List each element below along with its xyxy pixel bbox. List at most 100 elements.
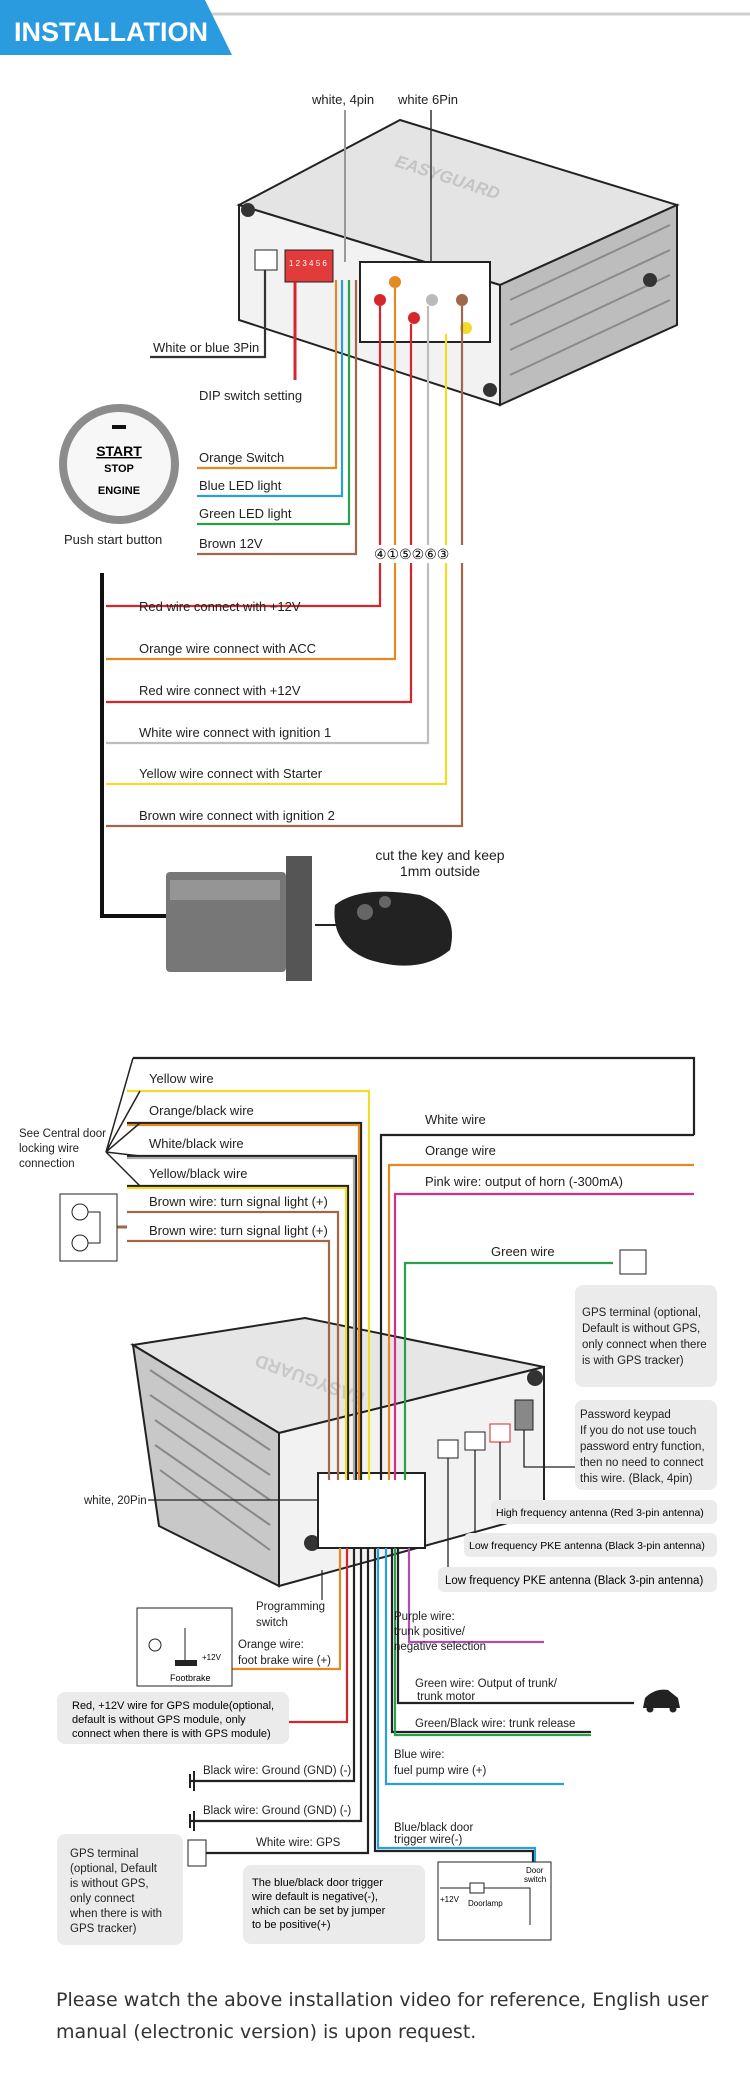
button-cable bbox=[100, 573, 166, 918]
label-dip-switch: DIP switch setting bbox=[199, 388, 302, 403]
gps-connector-icon bbox=[619, 1249, 647, 1275]
svg-text:when there is with: when there is with bbox=[69, 1908, 162, 1920]
footer-note: Please watch the above installation vide… bbox=[56, 1989, 709, 2043]
svg-text:+12V: +12V bbox=[440, 1895, 460, 1904]
svg-text:is with GPS tracker): is with GPS tracker) bbox=[582, 1355, 684, 1367]
wire-red-12v-2 bbox=[106, 324, 413, 704]
svg-text:switch: switch bbox=[524, 1875, 546, 1884]
footbrake-label: Footbrake bbox=[170, 1673, 211, 1683]
push-button-caption: Push start button bbox=[64, 532, 162, 547]
ignition-cylinder bbox=[166, 856, 340, 981]
trunk-motor-line2: trunk motor bbox=[417, 1691, 475, 1703]
wire-brown-ign2 bbox=[106, 306, 464, 828]
footbrake-icon: +12V Footbrake bbox=[136, 1607, 233, 1687]
wire-label-brown-2: Brown wire: turn signal light (+) bbox=[149, 1223, 328, 1238]
svg-text:Door: Door bbox=[526, 1866, 544, 1875]
svg-text:password entry function,: password entry function, bbox=[580, 1441, 705, 1453]
ground-icon bbox=[189, 1811, 195, 1831]
svg-text:is without GPS,: is without GPS, bbox=[70, 1878, 149, 1890]
foot-brake-wire-line2: foot brake wire (+) bbox=[238, 1655, 331, 1667]
control-box-top: EASYGUARD 1 2 3 4 5 6 bbox=[236, 118, 680, 407]
fuel-pump-line1: Blue wire: bbox=[394, 1749, 445, 1761]
svg-text:If you do not use touch: If you do not use touch bbox=[580, 1425, 696, 1437]
central-door-line2: locking wire bbox=[19, 1143, 79, 1155]
wire-red-12v-1 bbox=[106, 306, 382, 608]
svg-text:then no need to connect: then no need to connect bbox=[580, 1457, 704, 1469]
ground-1-label: Black wire: Ground (GND) (-) bbox=[203, 1765, 351, 1777]
svg-text:Doorlamp: Doorlamp bbox=[468, 1899, 503, 1908]
connector-20pin bbox=[317, 1472, 426, 1549]
car-key-icon bbox=[334, 891, 452, 966]
button-wire-orange: Orange Switch bbox=[199, 450, 284, 465]
antenna-low-2-label: Low frequency PKE antenna (Black 3-pin a… bbox=[445, 1575, 703, 1587]
button-engine-text: ENGINE bbox=[98, 485, 140, 497]
svg-text:Password keypad: Password keypad bbox=[580, 1409, 671, 1421]
wire-label-brown-ign2: Brown wire connect with ignition 2 bbox=[139, 808, 335, 823]
ground-icon bbox=[189, 1771, 195, 1791]
wire-label-yellow-starter: Yellow wire connect with Starter bbox=[139, 766, 323, 781]
button-start-text: START bbox=[96, 443, 142, 459]
key-note-line1: cut the key and keep bbox=[375, 847, 504, 863]
door-trigger-line1: Blue/black door bbox=[394, 1822, 473, 1834]
svg-text:which can be set by jumper: which can be set by jumper bbox=[251, 1905, 386, 1917]
antenna-note-low-2 bbox=[438, 1567, 717, 1592]
wire-label-pink: Pink wire: output of horn (-300mA) bbox=[425, 1174, 623, 1189]
antenna-low-1-label: Low frequency PKE antenna (Black 3-pin a… bbox=[469, 1540, 705, 1552]
wire-yellow-starter bbox=[106, 334, 448, 786]
central-door-line3: connection bbox=[19, 1158, 75, 1170]
wire-label-white-ign1: White wire connect with ignition 1 bbox=[139, 725, 331, 740]
gps-terminal-note: GPS terminal (optional, Default is witho… bbox=[57, 1834, 183, 1945]
svg-text:The blue/black door trigger: The blue/black door trigger bbox=[252, 1877, 383, 1889]
gps-terminal-connector-icon bbox=[187, 1839, 207, 1867]
wire-label-brown-1: Brown wire: turn signal light (+) bbox=[149, 1194, 328, 1209]
push-start-button: START STOP ENGINE bbox=[59, 404, 179, 524]
wire-label-yellow-black: Yellow/black wire bbox=[149, 1166, 248, 1181]
antenna-note-high bbox=[491, 1500, 717, 1524]
trunk-motor-line1: Green wire: Output of trunk/ bbox=[415, 1678, 558, 1690]
foot-brake-wire-line1: Orange wire: bbox=[238, 1639, 304, 1651]
svg-text:GPS terminal: GPS terminal bbox=[70, 1848, 138, 1860]
label-20pin: white, 20Pin bbox=[83, 1495, 147, 1507]
wire-label-red-12v-1: Red wire connect with +12V bbox=[139, 599, 301, 614]
door-switch-icon: +12V Doorlamp Door switch bbox=[437, 1861, 552, 1941]
svg-text:Red, +12V wire for GPS module(: Red, +12V wire for GPS module(optional, bbox=[72, 1700, 274, 1712]
header-banner: INSTALLATION bbox=[0, 0, 750, 55]
gps-wire-label: White wire: GPS bbox=[256, 1837, 341, 1849]
car-icon bbox=[643, 1689, 680, 1713]
svg-text:GPS terminal (optional,: GPS terminal (optional, bbox=[582, 1307, 701, 1319]
pin-numbers: ④①⑤②⑥③ bbox=[374, 546, 449, 562]
svg-text:(optional, Default: (optional, Default bbox=[70, 1863, 158, 1875]
label-3pin: White or blue 3Pin bbox=[153, 340, 259, 355]
label-4pin: white, 4pin bbox=[311, 92, 374, 107]
button-wire-brown: Brown 12V bbox=[199, 536, 263, 551]
svg-text:wire default is negative(-),: wire default is negative(-), bbox=[251, 1891, 378, 1903]
antenna-high-label: High frequency antenna (Red 3-pin antenn… bbox=[496, 1507, 704, 1519]
wire-label-white: White wire bbox=[425, 1112, 486, 1127]
purple-wire-line3: negative selection bbox=[394, 1641, 486, 1653]
wire-label-green: Green wire bbox=[491, 1244, 555, 1259]
svg-text:this wire. (Black, 4pin): this wire. (Black, 4pin) bbox=[580, 1473, 693, 1485]
label-6pin: white 6Pin bbox=[397, 92, 458, 107]
purple-wire-line2: trunk positive/ bbox=[394, 1626, 466, 1638]
wire-label-yellow: Yellow wire bbox=[149, 1071, 214, 1086]
connector-3pin bbox=[254, 249, 278, 271]
gps-note: GPS terminal (optional, Default is witho… bbox=[575, 1285, 717, 1387]
wire-label-orange: Orange wire bbox=[425, 1143, 496, 1158]
svg-text:GPS tracker): GPS tracker) bbox=[70, 1923, 137, 1935]
trunk-release-label: Green/Black wire: trunk release bbox=[415, 1718, 575, 1730]
wire-orange-acc bbox=[106, 288, 397, 661]
wire-white-ign1 bbox=[106, 306, 430, 745]
purple-wire-line1: Purple wire: bbox=[394, 1611, 455, 1623]
dip-numbers: 1 2 3 4 5 6 bbox=[289, 259, 327, 268]
ignition-wires bbox=[106, 288, 464, 828]
turn-signal-lamp-icon bbox=[59, 1193, 118, 1262]
wire-label-orange-black: Orange/black wire bbox=[149, 1103, 254, 1118]
button-wire-green: Green LED light bbox=[199, 506, 292, 521]
central-door-line1: See Central door bbox=[19, 1128, 106, 1140]
wire-label-white-black: White/black wire bbox=[149, 1136, 244, 1151]
button-wire-blue: Blue LED light bbox=[199, 478, 282, 493]
programming-switch-line1: Programming bbox=[256, 1601, 325, 1613]
svg-text:Default is without GPS,: Default is without GPS, bbox=[582, 1323, 700, 1335]
key-note-line2: 1mm outside bbox=[400, 863, 480, 879]
